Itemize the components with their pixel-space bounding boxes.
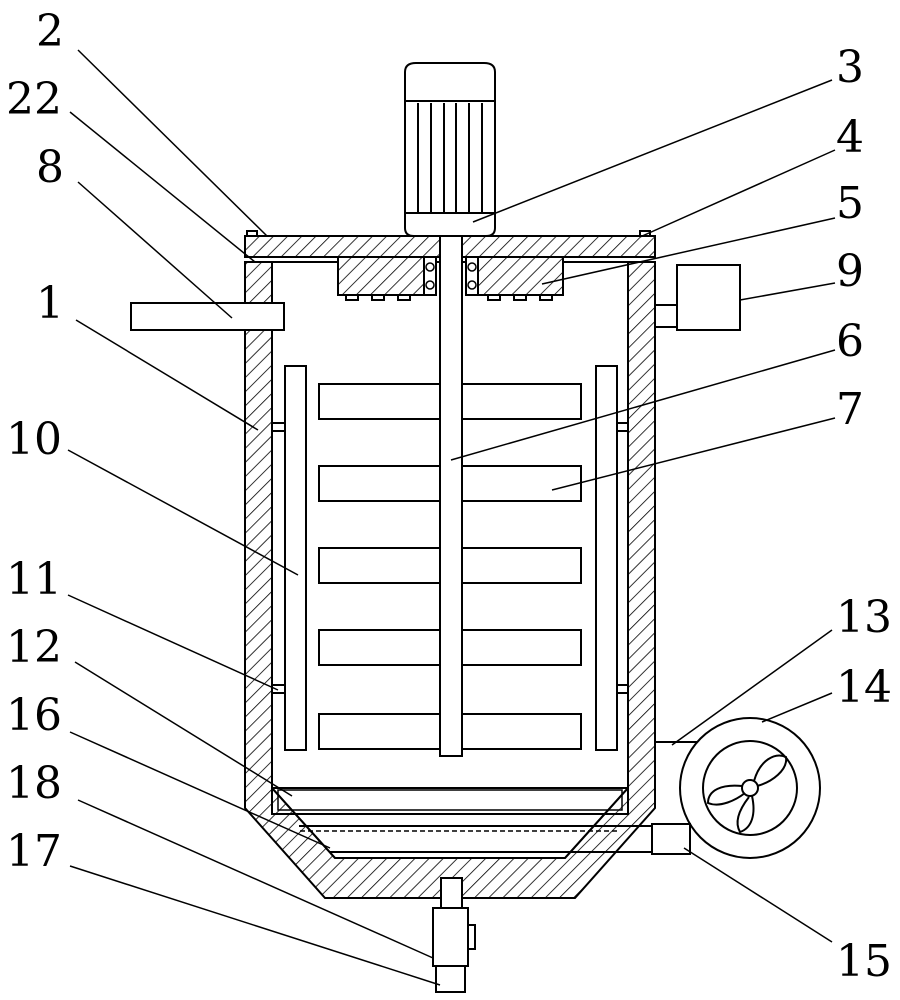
- label-4: 4: [836, 112, 864, 163]
- label-7: 7: [836, 384, 864, 435]
- label-18: 18: [6, 758, 62, 809]
- label-22: 22: [6, 74, 62, 125]
- lid-bolt-left: [246, 230, 258, 237]
- label-16: 16: [6, 690, 62, 741]
- pipe-connector: [651, 823, 691, 855]
- label-5: 5: [836, 178, 864, 229]
- label-1: 1: [36, 278, 64, 329]
- filter-layer: [271, 787, 629, 815]
- reference-numerals: 2 22 8 1 10 11 12 16 18 17 3 4 5 9 6 7 1…: [6, 6, 892, 987]
- label-12: 12: [6, 622, 62, 673]
- label-10: 10: [6, 414, 62, 465]
- label-6: 6: [836, 316, 864, 367]
- air-pipe: [299, 825, 652, 853]
- label-15: 15: [836, 936, 892, 987]
- motor: [404, 62, 496, 237]
- stirring-shaft: [439, 235, 463, 757]
- label-8: 8: [36, 142, 64, 193]
- scraper-plates: [284, 365, 618, 751]
- label-14: 14: [836, 662, 892, 713]
- label-3: 3: [836, 42, 864, 93]
- fan: [679, 717, 821, 859]
- label-17: 17: [6, 826, 62, 877]
- label-9: 9: [836, 246, 864, 297]
- scraper-brackets: [271, 422, 629, 694]
- side-box: [654, 264, 741, 331]
- discharge-outlet: [432, 877, 476, 993]
- label-11: 11: [6, 554, 62, 605]
- lid-bolt-right: [639, 230, 651, 237]
- label-2: 2: [36, 6, 64, 57]
- leader-lines: [67, 49, 836, 986]
- feed-pipe: [130, 302, 285, 331]
- bearing-block: [337, 256, 564, 301]
- label-13: 13: [836, 592, 892, 643]
